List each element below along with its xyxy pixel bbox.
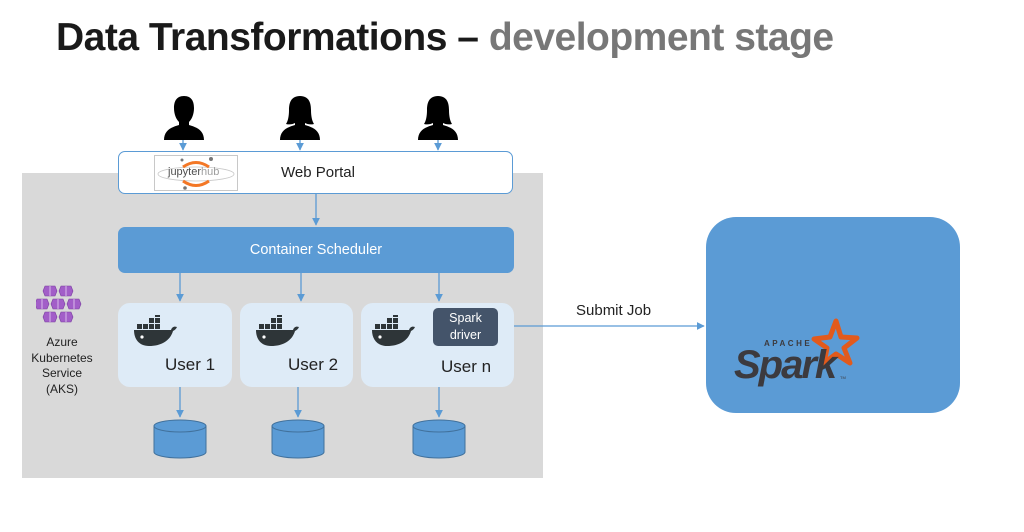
spark-driver-badge[interactable]: Spark driver <box>433 308 498 346</box>
user-container-2[interactable]: User 2 <box>240 303 353 387</box>
title-sub: development stage <box>488 16 834 59</box>
spark-apache-text: APACHE <box>764 339 812 348</box>
spark-driver-line1: Spark <box>449 311 482 325</box>
aks-label-line1: Azure <box>46 335 78 349</box>
aks-label: Azure Kubernetes Service (AKS) <box>22 335 102 397</box>
apache-spark-logo: APACHE Spark TM <box>734 318 860 387</box>
user-container-1[interactable]: User 1 <box>118 303 232 387</box>
docker-icon <box>134 315 177 346</box>
jupyter-text: jupyter <box>168 166 202 178</box>
aks-label-line4: (AKS) <box>45 381 78 396</box>
spark-name-text: Spark <box>734 343 839 387</box>
user-label: User 1 <box>165 355 216 374</box>
database-icon <box>271 419 325 459</box>
user-label: User n <box>441 357 492 376</box>
title-main: Data Transformations – <box>56 16 479 59</box>
aks-icon <box>36 285 82 323</box>
container-scheduler[interactable]: Container Scheduler <box>118 227 514 273</box>
hub-text: hub <box>201 166 220 178</box>
aks-label-line3: Service <box>41 366 82 380</box>
jupyter-orbit-icon <box>157 157 235 190</box>
spark-cluster[interactable]: APACHE Spark TM <box>706 217 960 413</box>
male-user-icon <box>164 96 204 140</box>
female-user-icon <box>280 96 320 140</box>
database-icon <box>412 419 466 459</box>
web-portal-label: Web Portal <box>281 164 355 181</box>
submit-job-label: Submit Job <box>576 302 652 319</box>
female-user-icon <box>418 96 458 140</box>
slide-title: Data Transformations – development stage <box>56 16 834 60</box>
database-icon <box>153 419 207 459</box>
user-container-n[interactable]: Spark driver User n <box>361 303 514 387</box>
spark-tm-text: TM <box>840 375 846 380</box>
jupyterhub-logo: jupyterhub <box>154 155 238 191</box>
aks-label-line2: Kubernetes <box>31 350 93 365</box>
docker-icon <box>372 315 415 346</box>
spark-driver-line2: driver <box>449 328 482 342</box>
web-portal[interactable]: jupyterhub Web Portal <box>118 151 513 194</box>
user-label: User 2 <box>288 355 339 374</box>
docker-icon <box>256 315 299 346</box>
